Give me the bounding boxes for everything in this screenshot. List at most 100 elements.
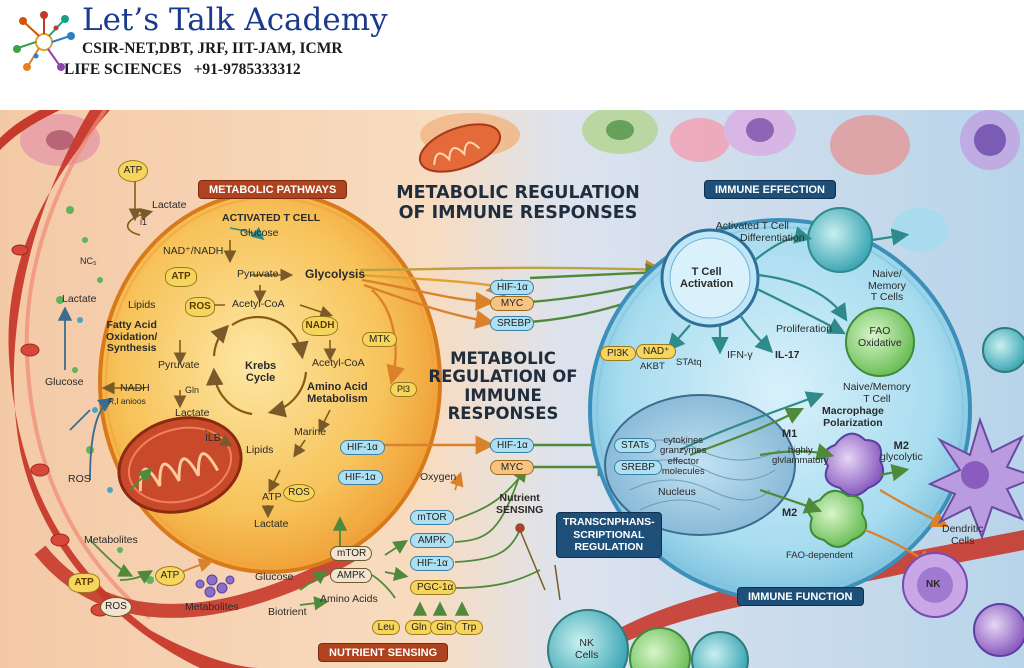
label-nk-cells: NK Cells [575,637,599,661]
naive-memory-2-line-2: T Cell [863,392,891,405]
label-amino-acids: Amino Acids [320,593,378,605]
krebs-cycle-arrows [205,315,309,418]
trans-line-1: TRANSCNPHANS- [563,516,655,528]
naive-memory-line-1: Naive/ [872,268,902,280]
stats-pill: STATs [614,438,656,453]
label-anions: R,l anioos [108,396,146,406]
label-highly-inflammatory: highly glvlammatory [772,445,829,467]
label-amino-acid-metabolism: Amino Acid Metabolism [307,381,368,405]
label-oxygen: Oxygen [420,471,457,483]
fatty-acid-line-2: Oxidation/ [106,330,158,343]
banner-metabolic-pathways: METABOLIC PATHWAYS [198,180,348,199]
label-pyruvate: Pyruvate [237,268,279,280]
nadh-star-cell: NADH [305,320,335,331]
dendritic-cell [927,416,1024,540]
fao-line-2: Oxidative [858,336,902,349]
label-i1: i1 [140,217,148,227]
label-glucose-bottom: Glucose [255,571,294,583]
title-center-line-4: RESPONSES [447,404,559,424]
label-acetyl-coa: Acetyl-CoA [232,298,285,310]
banner-immune-effection: IMMUNE EFFECTION [704,180,836,199]
atp-star-cell-icon: ATP [165,267,197,287]
m2-line-1: M2 [893,440,909,452]
highly-line-2: glvlammatory [772,455,829,467]
naive-memory-line-3: T Cells [870,291,904,304]
label-naive-memory-2: Naive/Memory T Cell [843,381,911,405]
leu-pill: Leu [372,620,400,635]
label-nutrient-sensing: Nutrient SENSING [496,492,544,516]
krebs-line-1: Krebs [245,360,277,372]
macrophage-line-2: Polarization [823,416,883,429]
hif-pill-center-2: HIF-1α [490,438,534,453]
naive-memory-2-line-1: Naive/Memory [843,381,911,393]
label-nad-nadh: NAD⁺/NADH [163,245,224,257]
label-nk: NK [926,579,941,590]
label-m1: M1 [782,428,798,440]
naive-memory-cell [807,207,873,273]
macrophage-line-1: Macrophage [822,405,884,417]
hif-pill-center: HIF-1α [490,280,534,295]
label-activated-t-cell: ACTIVATED T CELL [222,212,321,224]
nutrient-line-1: Nutrient [499,492,540,504]
label-ifn: IFN-γ [727,349,753,361]
brand-exams: CSIR-NET,DBT, JRF, IIT-JAM, ICMR [82,40,343,57]
myc-pill-center: MYC [490,296,534,311]
mtor-pill-top: mTOR [410,510,454,525]
m1-macrophage [823,432,884,497]
brand-title: Let’s Talk Academy [82,2,388,38]
gln-pill-2: Gln [430,620,458,635]
label-metabolites-left: Metabolites [84,534,138,546]
header: Let’s Talk Academy CSIR-NET,DBT, JRF, II… [0,0,1024,110]
atp-star-cell: ATP [171,271,191,282]
label-m2b: M2 [782,507,798,519]
nk-cells-line-2: Cells [575,648,599,661]
fatty-acid-line-3: Synthesis [106,342,157,355]
activated-diff-line-2: Differentiation [740,232,805,245]
title-center-line-2: REGULATION OF [428,367,578,387]
fao-oxidative-cell [845,307,915,377]
label-glucose-left: Glucose [45,376,84,388]
label-stat-q: STAtq [676,357,702,368]
amino-line-2: Metabolism [307,393,368,406]
m2-macrophage [807,489,868,548]
cytokines-line-2: granzymes [660,445,707,457]
cytokines-line-4: molecules [661,466,705,478]
ros-pill-bottom: ROS [100,597,132,617]
label-no: NC₅ [80,256,97,266]
mtor-pill-left: mTOR [330,546,372,561]
nk-cells-line-1: NK [579,637,594,649]
label-atp-low: ATP [262,491,282,503]
banner-immune-function: IMMUNE FUNCTION [737,587,864,606]
brand-subject: LIFE SCIENCES [64,61,182,78]
atp-top-pill: ATP [118,160,148,182]
label-m2-glycolytic: M2 glycolytic [880,440,923,464]
myc-pill-center-2: MYC [490,460,534,475]
trans-line-3: REGULATION [574,541,644,554]
label-fao-dependent: FAO-dependent [786,550,854,561]
atp-pill-left: ATP [155,566,185,586]
label-biotrient: Biotrient [268,606,307,618]
title-center-line-3: IMMUNE [464,385,542,405]
amino-line-1: Amino Acid [307,381,368,393]
label-naive-memory: Naive/ Memory T Cells [868,268,906,304]
label-il17: IL-17 [775,349,800,361]
srebp-pill-center: SREBP [490,316,534,331]
nutrient-line-2: SENSING [496,503,544,516]
tcell-activation-line-1: T Cell [691,266,722,278]
molecule-cluster-logo-icon [13,11,75,71]
cytokines-line-3: effector [667,455,699,467]
srebp-pill-right: SREBP [614,460,662,475]
ampk-pill-top: AMPK [410,533,454,548]
fatty-acid-line-1: Fatty Acid [106,319,157,331]
dendritic-line-1: Dendritic [942,523,984,535]
label-fao-oxidative: FAO Oxidative [858,325,902,349]
hif-inner-pill: HIF-1α [338,470,383,485]
diagram: METABOLIC REGULATION OF IMMUNE RESPONSES… [0,110,1024,668]
title-center: METABOLIC REGULATION OF IMMUNE RESPONSES [418,349,588,424]
banner-nutrient-sensing: NUTRIENT SENSING [318,643,449,662]
label-proliferation: Proliferation [776,323,833,335]
dendritic-line-2: Cells [951,534,975,547]
brand-contact: LIFE SCIENCES+91-9785333312 [64,61,301,79]
label-marine: Marine [294,426,327,438]
hif-side-pill: HIF-1α [340,440,385,455]
